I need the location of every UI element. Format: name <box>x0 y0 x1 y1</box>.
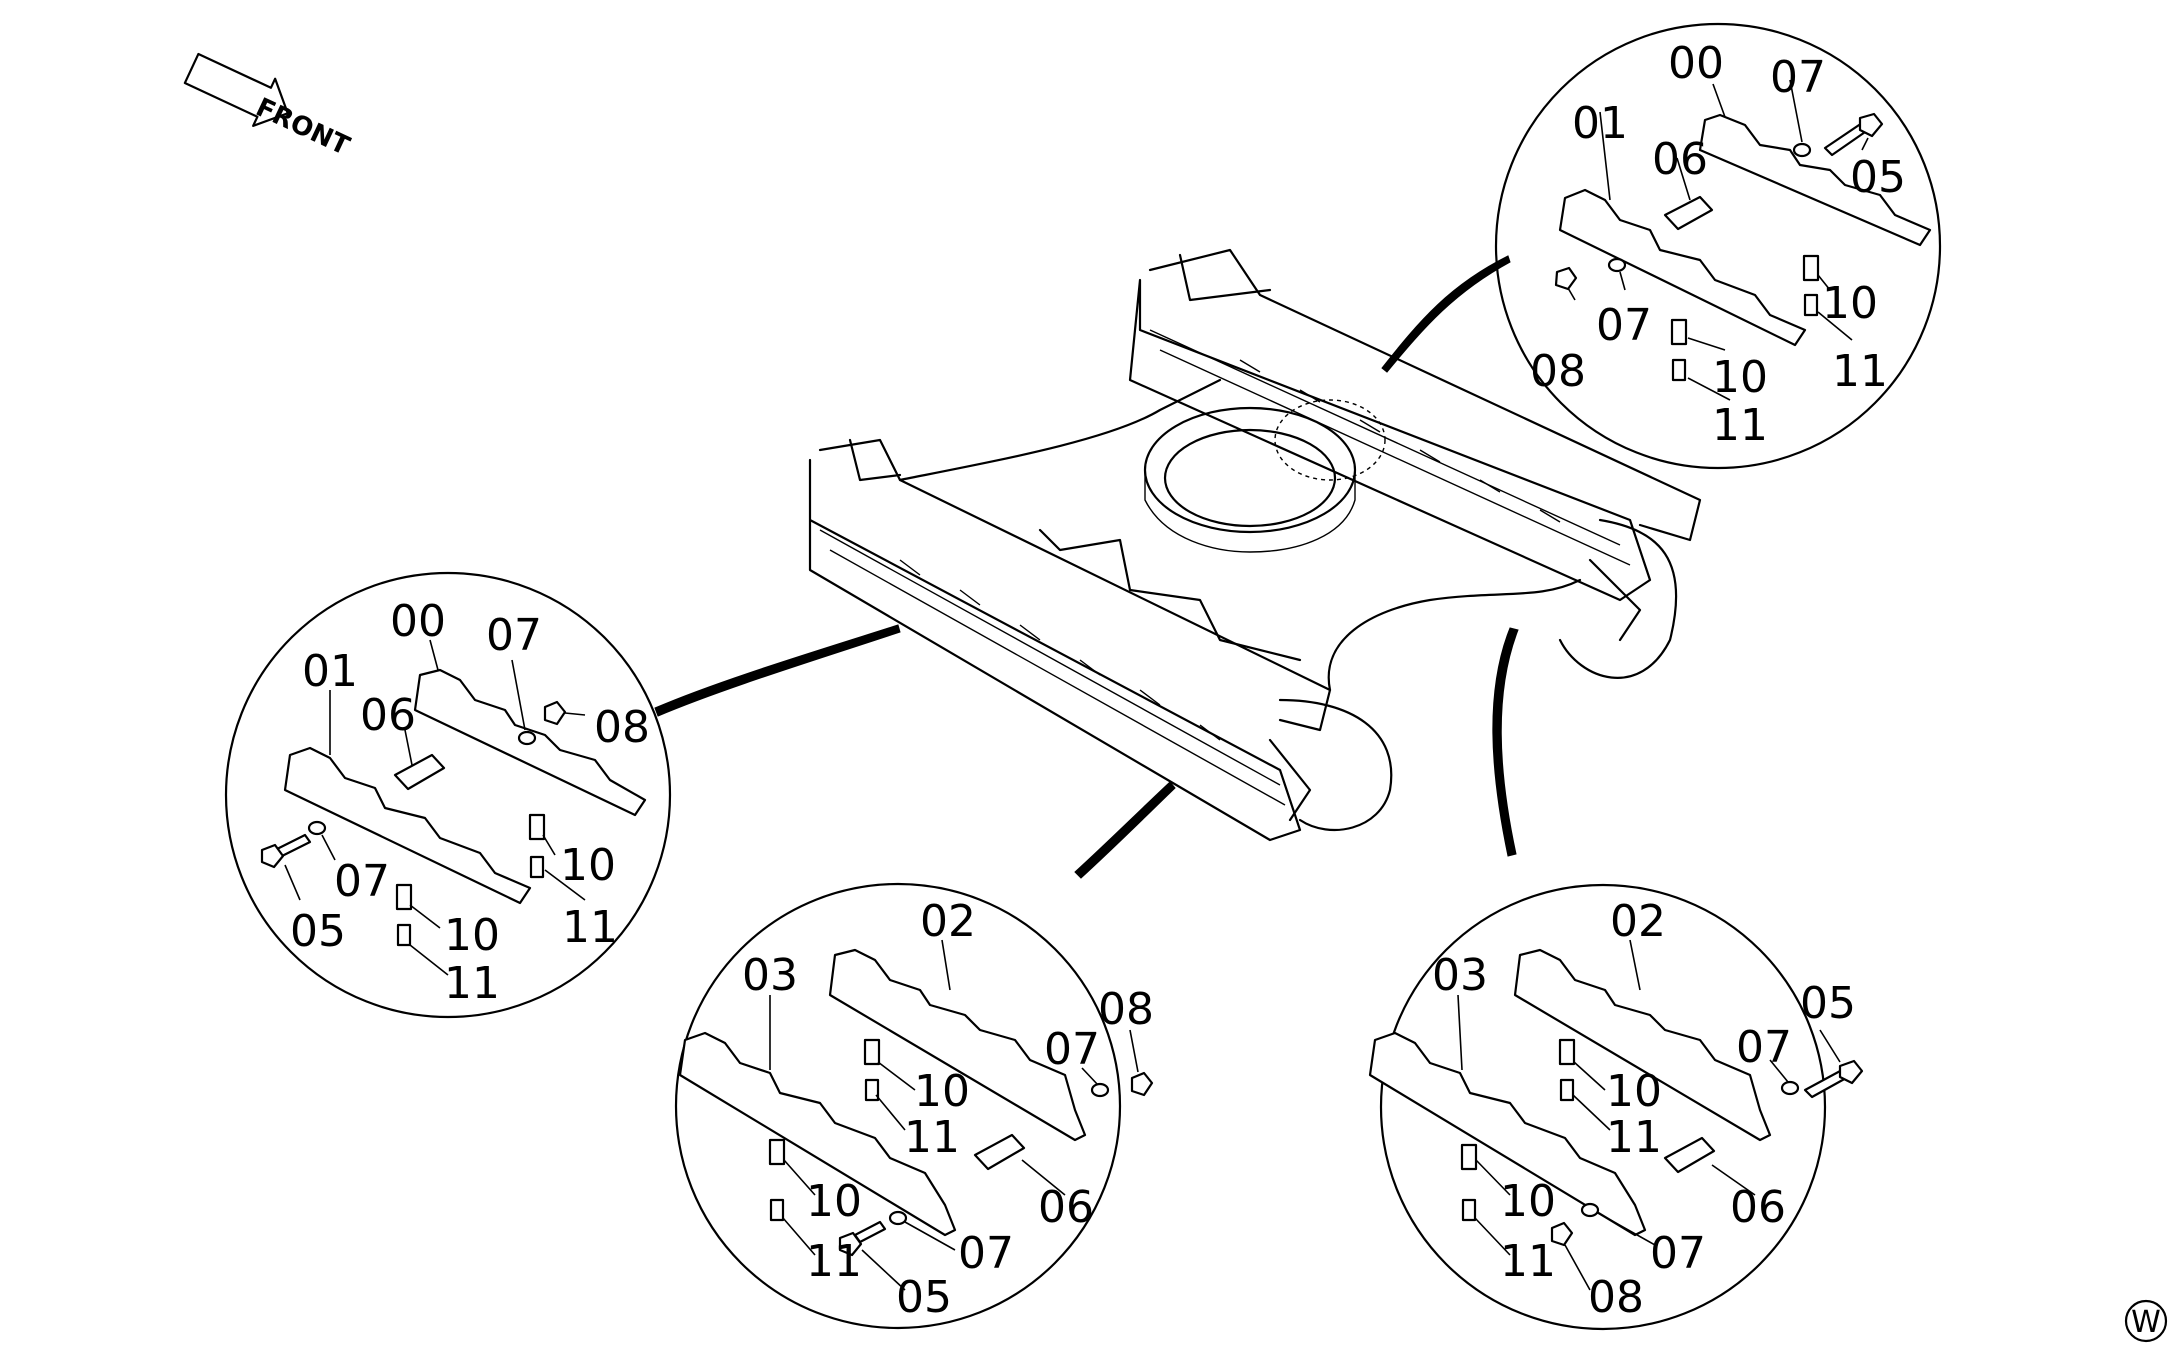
callout-10: 10 <box>560 840 616 891</box>
callout-11: 11 <box>1500 1236 1556 1287</box>
callout-05: 05 <box>1800 978 1856 1029</box>
callout-11: 11 <box>1832 346 1888 397</box>
callout-10: 10 <box>914 1066 970 1117</box>
callout-10: 10 <box>806 1176 862 1227</box>
callout-11: 11 <box>1606 1112 1662 1163</box>
callout-11: 11 <box>904 1112 960 1163</box>
detail-circle-bottom-right: 02 03 05 07 10 11 10 06 11 07 08 <box>1368 883 1864 1331</box>
callout-08: 08 <box>1588 1272 1644 1323</box>
track-frame <box>808 248 1702 842</box>
callout-07: 07 <box>1596 300 1652 351</box>
callout-07: 07 <box>958 1228 1014 1279</box>
callout-10: 10 <box>1500 1176 1556 1227</box>
callout-02: 02 <box>920 896 976 947</box>
callout-05: 05 <box>1850 152 1906 203</box>
callout-07: 07 <box>1044 1024 1100 1075</box>
callout-07: 07 <box>1736 1022 1792 1073</box>
detail-circle-bottom-center: 02 03 08 07 10 11 10 06 07 11 05 <box>674 882 1154 1330</box>
callout-10: 10 <box>1822 278 1878 329</box>
callout-08: 08 <box>594 702 650 753</box>
corner-mark-icon: W <box>2124 1299 2168 1343</box>
detail-pointers <box>654 255 1519 879</box>
callout-05: 05 <box>290 906 346 957</box>
callout-07: 07 <box>1650 1228 1706 1279</box>
detail-circle-top-right: 00 07 01 06 05 07 10 08 10 11 11 <box>1494 22 1942 470</box>
callout-06: 06 <box>1038 1182 1094 1233</box>
corner-mark-label: W <box>2131 1305 2161 1340</box>
callout-00: 00 <box>390 596 446 647</box>
callout-11: 11 <box>562 902 618 953</box>
callout-01: 01 <box>302 646 358 697</box>
callout-08: 08 <box>1530 346 1586 397</box>
callout-10: 10 <box>1712 352 1768 403</box>
callout-06: 06 <box>1652 134 1708 185</box>
callout-06: 06 <box>1730 1182 1786 1233</box>
callout-07: 07 <box>334 856 390 907</box>
callout-07: 07 <box>486 610 542 661</box>
front-arrow-icon: FRONT <box>183 52 354 162</box>
callout-11: 11 <box>444 958 500 1009</box>
callout-08: 08 <box>1098 984 1154 1035</box>
callout-03: 03 <box>742 950 798 1001</box>
callout-05: 05 <box>896 1272 952 1323</box>
callout-01: 01 <box>1572 98 1628 149</box>
callout-00: 00 <box>1668 38 1724 89</box>
callout-07: 07 <box>1770 52 1826 103</box>
callout-11: 11 <box>1712 400 1768 451</box>
callout-10: 10 <box>1606 1066 1662 1117</box>
callout-06: 06 <box>360 690 416 741</box>
front-label: FRONT <box>251 93 354 162</box>
callout-02: 02 <box>1610 896 1666 947</box>
callout-03: 03 <box>1432 950 1488 1001</box>
callout-10: 10 <box>444 910 500 961</box>
callout-11: 11 <box>806 1236 862 1287</box>
detail-circle-left: 00 07 01 06 08 10 07 05 10 11 11 <box>224 571 672 1019</box>
